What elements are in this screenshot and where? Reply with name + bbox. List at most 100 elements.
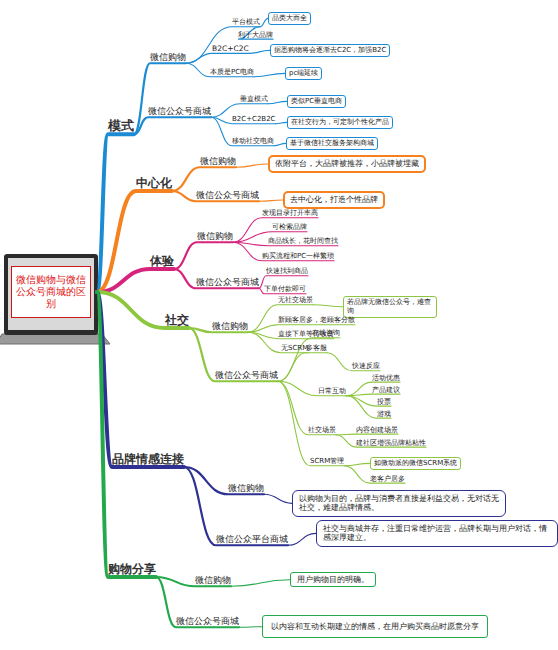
branch-line <box>236 164 268 167</box>
topic-text: 在线咨询 <box>312 329 340 337</box>
topic-text: 微信购物 <box>200 156 236 166</box>
sub-topic: 微信购物 <box>228 483 264 494</box>
topic-text: 微信公众号商城 <box>196 277 259 287</box>
branch-line <box>97 269 174 292</box>
topic-text: 用户购物目的明确。 <box>297 575 369 584</box>
topic-text: 以购物为目的，品牌与消费者直接是利益交易，无对话无社交，难建品牌情感。 <box>299 494 499 512</box>
topic-text: 体验 <box>150 254 174 268</box>
main-topic: 模式 <box>108 118 134 134</box>
sub-topic: 垂直模式 <box>240 95 268 104</box>
sub-topic: 微信公众平台商城 <box>216 534 288 545</box>
topic-text: 建社区增强品牌粘粘性 <box>356 439 426 447</box>
branch-line <box>278 353 327 382</box>
branch-line <box>97 292 156 577</box>
branch-line <box>172 191 259 201</box>
branch-line <box>336 435 426 447</box>
topic-text: 在社交行为，可定制个性化产品 <box>291 118 389 126</box>
topic-text: B2C+C2C <box>212 44 249 53</box>
branch-line <box>276 122 288 123</box>
sub-topic: 微信购物 <box>150 52 186 63</box>
branch-line <box>238 27 273 39</box>
note-box: 若品牌无微信公众号，难查询 <box>343 296 437 318</box>
topic-text: 产品建议 <box>372 386 400 394</box>
topic-text: 中心化 <box>136 176 172 190</box>
topic-text: 活动优惠 <box>372 374 400 382</box>
sub-topic: 微信购物 <box>212 321 248 332</box>
branch-line <box>186 63 254 77</box>
topic-text: 社交与商城并存，注重日常维护运营，品牌长期与用户对话，情感深厚建立。 <box>323 524 547 542</box>
topic-text: 微信购物 <box>197 231 233 241</box>
sub-topic: 微信公众号商城 <box>196 190 259 201</box>
note-box: 用户购物目的明确。 <box>290 572 376 587</box>
sub-topic: 日常互动 <box>318 387 346 396</box>
sub-topic: 微信公众号商城 <box>176 616 239 627</box>
topic-text: 购买流程和PC一样繁琐 <box>262 252 334 260</box>
topic-text: 基于微信社交服务架构商城 <box>290 139 374 147</box>
branch-line <box>288 533 316 545</box>
branch-line <box>346 382 400 396</box>
topic-text: 可检索品牌 <box>272 223 307 231</box>
sub-topic: 可检索品牌 <box>272 223 307 232</box>
topic-text: 内容创建场景 <box>356 426 398 434</box>
central-topic: 微信购物与微信公众号商城的区别 <box>11 266 91 318</box>
branch-line <box>278 338 340 382</box>
sub-topic: 下单付款即可 <box>264 285 306 294</box>
sub-topic: 微信购物 <box>197 231 233 242</box>
note-box: 在社交行为，可定制个性化产品 <box>287 116 393 129</box>
sub-topic: 在线咨询 <box>312 329 340 338</box>
topic-text: 新顾客居多，老顾客分散 <box>278 316 355 324</box>
sub-topic: 微信公众号商城 <box>215 370 278 381</box>
sub-topic: 商品线长，花时间查找 <box>268 237 338 246</box>
branch-line <box>259 200 283 201</box>
topic-text: 微信购物 <box>212 321 248 331</box>
sub-topic: SCRM管理 <box>310 457 344 466</box>
branch-line <box>344 463 370 465</box>
main-topic: 社交 <box>165 313 189 328</box>
branch-line <box>97 191 172 292</box>
note-box: 如微动派的微信SCRM系统 <box>370 457 461 470</box>
topic-text: 移动社交电商 <box>232 137 274 145</box>
sub-topic: 老客户居多 <box>370 475 405 483</box>
sub-topic: 微信公众号商城 <box>196 277 259 288</box>
laptop-bezel <box>4 254 98 335</box>
topic-text: B2C+C2B2C <box>232 115 276 123</box>
note-box: 去中心化，打造个性品牌 <box>283 191 385 209</box>
main-topic: 品牌情感连接 <box>112 452 184 467</box>
note-box: 社交与商城并存，注重日常维护运营，品牌长期与用户对话，情感深厚建立。 <box>316 520 558 547</box>
branch-line <box>134 117 211 134</box>
topic-text: 品牌情感连接 <box>112 452 184 466</box>
topic-text: 无社交场景 <box>278 296 313 304</box>
topic-text: 社交 <box>165 313 189 327</box>
branch-line <box>346 394 400 396</box>
note-box: 据悉购物将会逐渐去C2C，加强B2C <box>270 44 390 57</box>
branch-line <box>233 242 334 261</box>
topic-text: SCRM管理 <box>310 457 344 465</box>
branch-line <box>239 626 262 628</box>
sub-topic: 建社区增强品牌粘粘性 <box>356 439 426 447</box>
sub-topic: 多客服 <box>306 344 327 353</box>
topic-text: 投票 <box>377 398 391 406</box>
main-topic: 体验 <box>150 254 174 269</box>
topic-text: 快速反应 <box>352 362 380 370</box>
branch-line <box>313 305 343 307</box>
sub-topic: 微信公众号商城 <box>148 106 211 117</box>
topic-text: 微信公众号商城 <box>176 616 239 626</box>
topic-text: 依附平台，大品牌被推荐，小品牌被埋藏 <box>275 159 419 168</box>
branch-line <box>97 134 134 292</box>
topic-text: 微信购物 <box>195 575 231 585</box>
topic-text: 购物分享 <box>108 562 156 576</box>
topic-text: 品类大而全 <box>272 14 307 22</box>
branch-line <box>274 143 286 145</box>
sub-topic: B2C+C2B2C <box>232 115 276 124</box>
topic-text: 以内容和互动长期建立的情感，在用户购买商品时愿意分享 <box>271 622 479 631</box>
topic-text: 微信购物 <box>228 483 264 493</box>
sub-topic: 平台模式 <box>232 18 260 27</box>
topic-text: 平台模式 <box>232 18 260 26</box>
topic-text: 如微动派的微信SCRM系统 <box>374 459 457 467</box>
sub-topic: 微信购物 <box>195 575 231 586</box>
sub-topic: 投票 <box>377 398 391 406</box>
topic-text: 微信公众号商城 <box>148 106 211 116</box>
topic-text: 社交场景 <box>308 426 336 434</box>
